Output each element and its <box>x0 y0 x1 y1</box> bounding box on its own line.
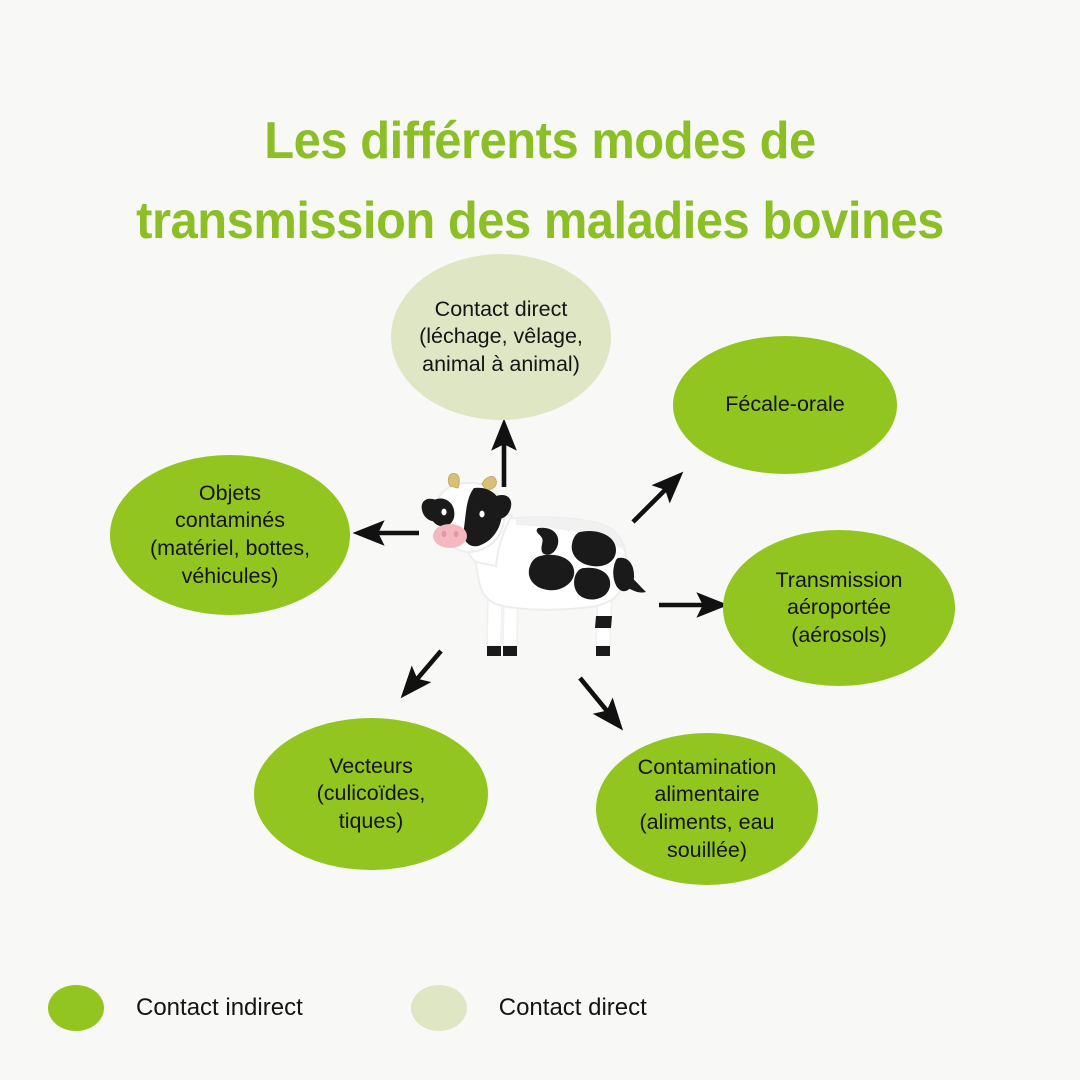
node-contamination-alimentaire[interactable]: Contamination alimentaire (aliments, eau… <box>596 733 818 885</box>
cow-illustration <box>421 473 646 656</box>
node-label: Contact direct (léchage, vêlage, animal … <box>419 296 583 376</box>
node-contact-direct[interactable]: Contact direct (léchage, vêlage, animal … <box>391 254 611 420</box>
node-label: Fécale-orale <box>725 392 845 417</box>
node-vecteurs[interactable]: Vecteurs (culicoïdes, tiques) <box>254 718 488 870</box>
legend-swatch-direct-icon <box>410 985 467 1031</box>
node-label: Vecteurs (culicoïdes, tiques) <box>316 753 426 833</box>
legend-swatch-indirect-icon <box>48 985 104 1031</box>
legend-item-indirect: Contact indirect <box>48 985 303 1031</box>
node-transmission-aeroportee[interactable]: Transmission aéroportée (aérosols) <box>723 530 955 686</box>
legend-item-direct: Contact direct <box>410 985 647 1031</box>
arrow-down-right <box>578 676 624 731</box>
page-title-line-2: transmission des maladies bovines <box>136 191 944 250</box>
page-title: Les différents modes de transmission des… <box>32 101 1047 261</box>
legend: Contact indirect Contact direct <box>48 985 647 1031</box>
node-label: Transmission aéroportée (aérosols) <box>775 567 903 647</box>
node-label: Objets contaminés (matériel, bottes, véh… <box>149 480 311 588</box>
legend-label-direct: Contact direct <box>498 994 647 1021</box>
legend-label-indirect: Contact indirect <box>136 994 303 1021</box>
node-objets-contamines[interactable]: Objets contaminés (matériel, bottes, véh… <box>110 455 350 615</box>
node-fecale-orale[interactable]: Fécale-orale <box>673 336 897 474</box>
page-title-line-1: Les différents modes de <box>264 111 816 170</box>
node-label: Contamination alimentaire (aliments, eau… <box>637 754 777 862</box>
